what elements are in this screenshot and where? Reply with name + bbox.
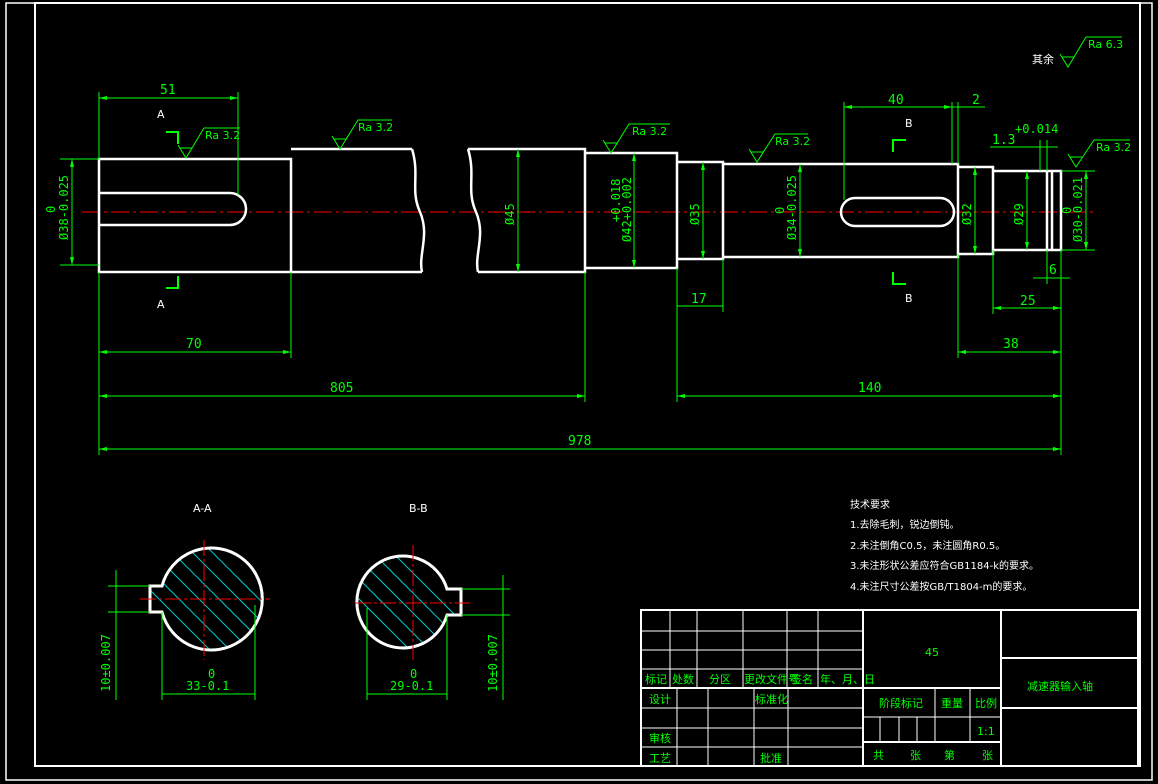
shaft-segment-d34 [723,162,960,259]
roughness-label-4: Ra 3.2 [775,135,810,148]
title-block-scale-value: 1:1 [977,725,995,738]
section-b-height: 10±0.007 [486,634,500,692]
section-mark-a-bottom: A [157,298,165,311]
dim-40: 40 [888,93,904,108]
roughness-rest-value: Ra 6.3 [1088,38,1123,51]
title-block-header-zone: 分区 [709,673,731,686]
dim-dia42: Ø42+0.002 [620,177,634,242]
dim-6: 6 [1049,263,1057,278]
dim-1-3-tolerance: +0.014 [1015,122,1058,136]
dim-1-3: 1.3 [992,133,1015,148]
inner-frame [34,2,1141,767]
title-block-total: 共 [873,749,884,762]
dim-51: 51 [160,83,176,98]
shaft-segment-d42 [585,151,679,270]
title-block-scale-label: 比例 [975,696,997,710]
title-block-sheet: 张 [982,749,993,762]
dimension-lines [60,92,1095,455]
roughness-label-3: Ra 3.2 [632,125,667,138]
dim-17: 17 [691,292,707,307]
notes-item-2: 2.未注倒角C0.5，未注圆角R0.5。 [850,539,1005,552]
dim-dia34-upper: 0 [773,207,787,214]
title-block-design: 设计 [649,693,671,706]
title-block-header-count: 处数 [672,673,694,686]
shaft-segment-d30 [993,169,1049,252]
title-block-header-mark: 标记 [645,672,667,686]
title-block: 45 减速器输入轴 标记 处数 分区 更改文件号 签名 年、月、日 设计 标准化… [640,609,1139,767]
title-block-weight: 重量 [941,696,963,710]
section-a-title: A-A [193,502,212,515]
technical-requirements: 技术要求 1.去除毛刺，锐边倒钝。 2.未注倒角C0.5，未注圆角R0.5。 3… [850,498,1039,593]
title-block-sheets: 张 [910,749,921,762]
dim-dia35: Ø35 [688,203,702,225]
section-cut-markers [166,131,906,289]
dim-dia42-upper: +0.018 [609,179,623,222]
dim-70: 70 [186,337,202,352]
title-block-approve: 批准 [760,751,782,765]
keyway-a [99,191,248,227]
section-a-view: 33-0.1 0 10±0.007 [99,540,270,700]
title-block-header-doc: 更改文件号 [744,672,799,686]
shaft-segment-large-left [291,147,422,274]
dim-38: 38 [1003,337,1019,352]
title-block-page: 第 [944,748,955,762]
title-block-process: 工艺 [649,752,671,765]
notes-item-1: 1.去除毛刺，锐边倒钝。 [850,518,960,531]
dim-805: 805 [330,381,353,396]
dim-dia38-upper: 0 [44,206,58,213]
roughness-rest-label: 其余 [1032,52,1054,66]
shaft-segment-d38 [97,157,293,274]
section-b-view: 29-0.1 0 10±0.007 [355,545,510,700]
dim-dia30-upper: 0 [1060,207,1074,214]
notes-title: 技术要求 [850,498,890,511]
title-block-header-sign: 签名 [791,672,813,686]
dim-dia45: Ø45 [503,203,517,225]
section-b-width: 29-0.1 [390,679,433,693]
break-line-right [466,148,482,273]
dim-dia30: Ø30-0.021 [1071,177,1085,242]
break-line-left [410,148,426,273]
keyway-b [839,196,956,228]
dim-978: 978 [568,434,591,449]
section-b-title: B-B [409,502,428,515]
dim-dia32: Ø32 [960,203,974,225]
notes-item-3: 3.未注形状公差应符合GB1184-k的要求。 [850,559,1039,572]
title-block-material: 45 [925,646,939,659]
dimension-arrows [70,96,1088,451]
dim-140: 140 [858,381,881,396]
title-block-part-name: 减速器输入轴 [1027,679,1093,693]
section-mark-b-top: B [905,117,913,130]
section-mark-b-bottom: B [905,292,913,305]
section-a-width-upper: 0 [208,667,215,681]
section-mark-a-top: A [157,108,165,121]
dim-2: 2 [972,93,980,108]
roughness-label-2: Ra 3.2 [358,121,393,134]
title-block-review: 审核 [649,731,671,745]
section-b-width-upper: 0 [410,667,417,681]
outer-border [5,2,1153,781]
title-block-header-date: 年、月、日 [820,672,875,686]
shaft-segment-d45 [468,147,587,274]
shaft-outline [97,147,1063,274]
roughness-symbols [177,36,1130,168]
shaft-segment-d35 [677,160,725,261]
roughness-label-1: Ra 3.2 [205,129,240,142]
dim-dia38: Ø38-0.025 [57,175,71,240]
notes-item-4: 4.未注尺寸公差按GB/T1804-m的要求。 [850,580,1032,593]
section-a-height: 10±0.007 [99,634,113,692]
roughness-label-5: Ra 3.2 [1096,141,1131,154]
section-a-width: 33-0.1 [186,679,229,693]
dim-dia29: Ø29 [1012,203,1026,225]
dim-dia34: Ø34-0.025 [785,175,799,240]
retaining-groove [1047,169,1063,252]
title-block-stage: 阶段标记 [879,696,923,710]
dim-25: 25 [1020,294,1036,309]
title-block-standard: 标准化 [755,692,788,706]
